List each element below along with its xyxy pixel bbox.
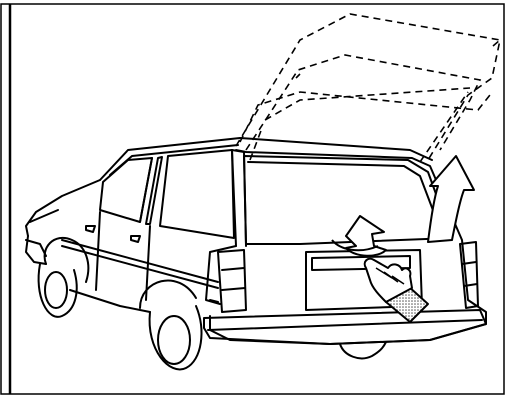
right-wheel: [340, 342, 386, 358]
hood: [26, 180, 100, 236]
front-door-handle: [86, 226, 95, 232]
rear-side-window: [160, 150, 234, 238]
rear-window: [244, 156, 452, 244]
rear-door-handle: [131, 236, 140, 242]
middle-window: [146, 157, 162, 224]
station-wagon: [26, 138, 486, 369]
rocker-line: [70, 290, 150, 312]
left-tail-lamp: [218, 250, 246, 312]
rear-bumper: [204, 310, 486, 344]
front-window: [100, 158, 152, 222]
curved-arrow-icon: [428, 156, 474, 242]
upward-arrow-icon: [332, 216, 386, 256]
